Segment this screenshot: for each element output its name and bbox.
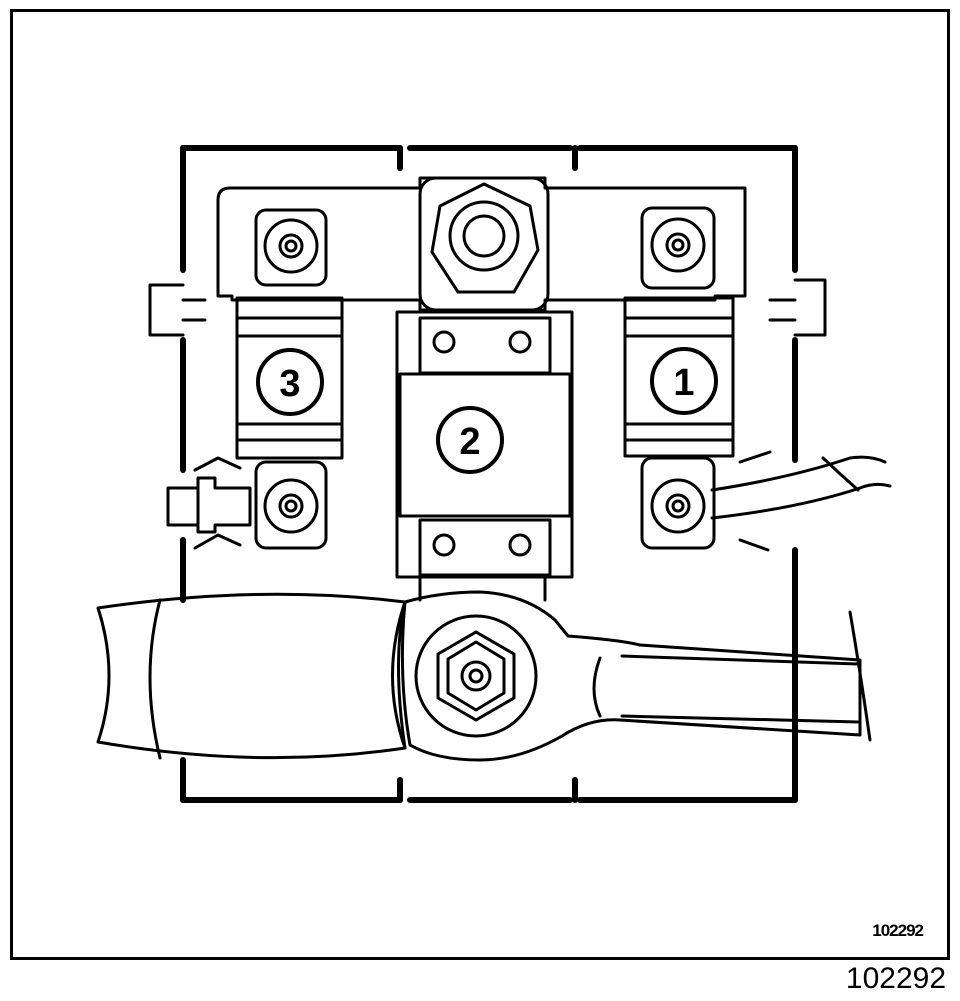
housing-side-tab-left bbox=[148, 283, 207, 337]
fuse-2 bbox=[395, 176, 574, 602]
inner-reference-number: 102292 bbox=[872, 921, 924, 940]
fuse-3 bbox=[235, 208, 344, 550]
callout-3-label: 3 bbox=[279, 363, 300, 405]
callout-3: 3 bbox=[256, 348, 324, 416]
busbar-plate bbox=[216, 176, 747, 312]
callout-1-label: 1 bbox=[673, 362, 694, 404]
wire-right bbox=[710, 450, 892, 552]
fuse-box-housing bbox=[180, 145, 798, 803]
wrench-handle bbox=[96, 592, 407, 760]
wire-terminal-left bbox=[166, 456, 252, 550]
housing-side-tab-right bbox=[768, 278, 827, 337]
fuse-1 bbox=[623, 206, 735, 550]
callout-2: 2 bbox=[436, 406, 504, 474]
callout-1: 1 bbox=[650, 347, 718, 415]
outer-reference-number: 102292 bbox=[845, 962, 946, 995]
ratchet-wrench bbox=[96, 590, 872, 762]
callout-2-label: 2 bbox=[459, 421, 480, 463]
wrench-head bbox=[400, 590, 862, 762]
